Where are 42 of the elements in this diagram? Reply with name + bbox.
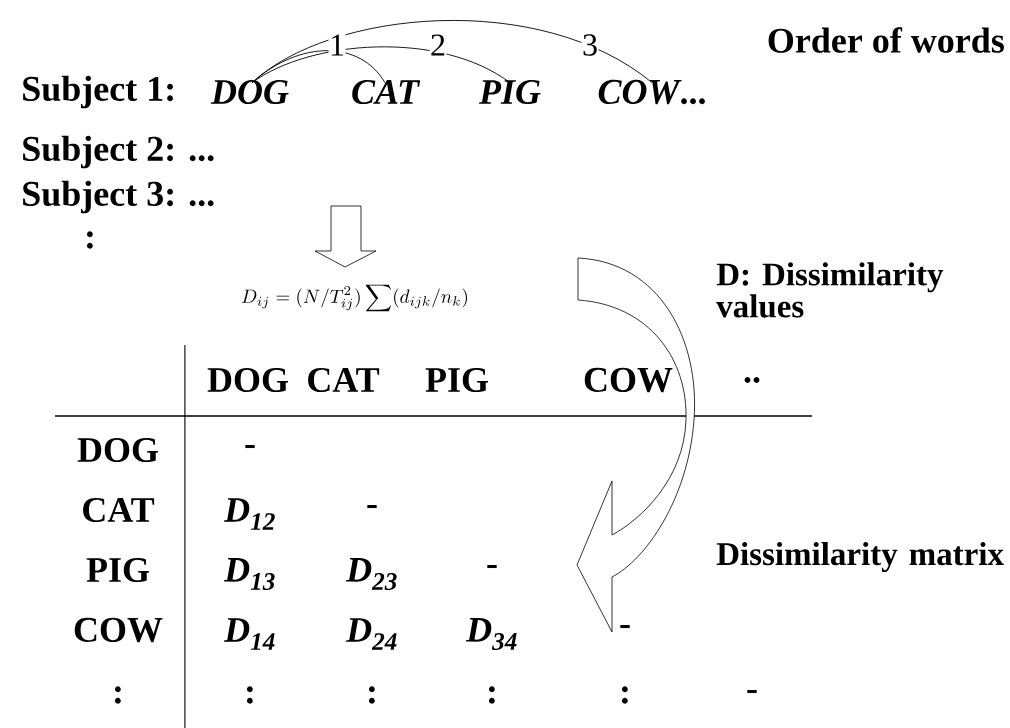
matrix-cell: :	[488, 686, 495, 704]
matrix-cell: -	[747, 690, 757, 694]
annotation: D: Dissimilarity values	[716, 262, 944, 318]
matrix-cell: D$_{24}$	[345, 618, 397, 650]
column-header: CAT	[308, 367, 380, 393]
row-header: PIG	[86, 557, 149, 583]
subject-label: Subject 2: ...	[23, 135, 214, 169]
matrix-cell: :	[621, 686, 628, 704]
matrix-cell: D$_{34}$	[465, 618, 517, 650]
row-header: :	[114, 686, 121, 704]
subject-label: Subject 1:	[23, 75, 173, 109]
column-header: ..	[744, 377, 760, 383]
annotation: Dissimilarity matrix	[716, 542, 1004, 572]
row-header: DOG	[77, 437, 158, 463]
edge-label: 2	[431, 34, 445, 56]
column-header: PIG	[425, 367, 488, 393]
arc	[251, 46, 511, 84]
matrix-cell: D$_{13}$	[223, 558, 275, 590]
word: CAT	[352, 79, 421, 105]
matrix-cell: :	[368, 686, 375, 704]
matrix-cell: D$_{14}$	[223, 618, 275, 650]
word: DOG	[210, 79, 289, 105]
matrix-cell: -	[487, 565, 497, 569]
matrix-cell: D$_{12}$	[223, 498, 275, 530]
matrix-cell: :	[246, 686, 253, 704]
word: PIG	[479, 79, 541, 105]
matrix-cell: -	[245, 445, 255, 449]
row-header: COW	[74, 617, 163, 643]
heading: Order of words	[768, 27, 1004, 53]
edge-label: 3	[583, 34, 597, 56]
word: COW...	[598, 79, 705, 105]
matrix-cell: -	[367, 505, 377, 509]
column-header: DOG	[207, 367, 288, 393]
row-header: CAT	[83, 497, 155, 523]
edge-label: 1	[331, 34, 344, 56]
formula: $D_{ij} = (N / T_{ij}^{2}) \sum (d_{ijk} / n_{k})$	[241, 284, 468, 312]
column-header: COW	[584, 367, 673, 393]
arc	[251, 20, 653, 84]
matrix-cell: D$_{23}$	[345, 558, 397, 590]
matrix-cell: -	[620, 625, 630, 629]
ellipsis-mark: :	[86, 231, 93, 249]
subject-label: Subject 3: ...	[23, 180, 214, 214]
